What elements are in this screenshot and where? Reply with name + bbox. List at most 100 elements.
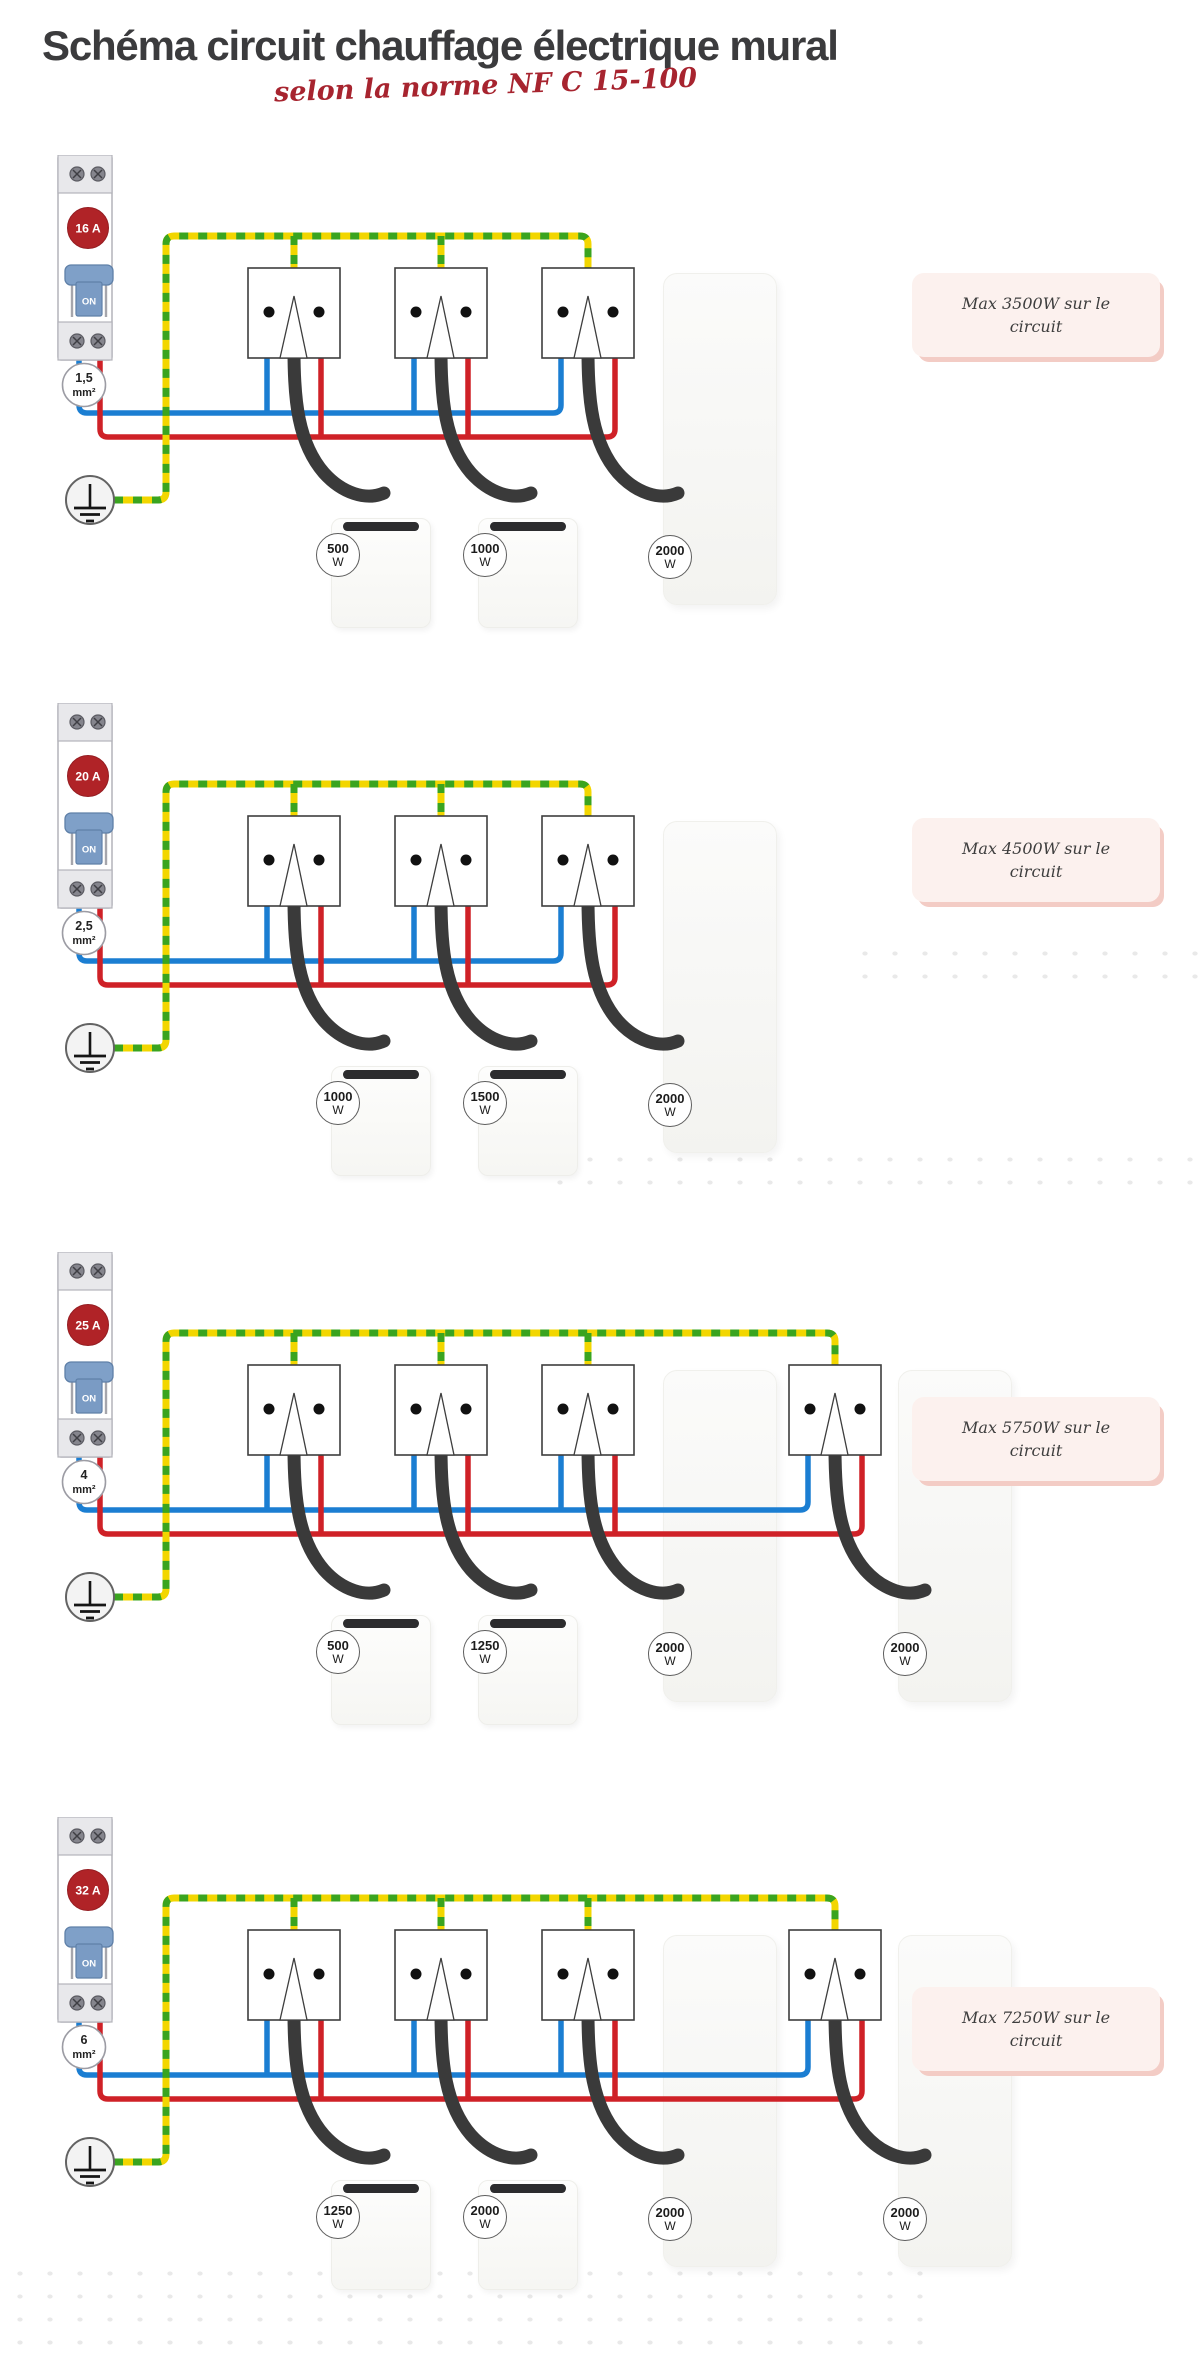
screw-icon [90, 1995, 106, 2011]
max-power-note-text: Max 4500W sur le circuit [961, 838, 1111, 881]
heater-cable [828, 2006, 932, 2165]
heater-vent [343, 1070, 419, 1079]
socket-pin-left [410, 1968, 422, 1980]
page-title: Schéma circuit chauffage électrique mura… [42, 22, 839, 69]
socket-pin-right [607, 854, 619, 866]
heater-cable [434, 344, 538, 503]
power-value: 1250 [470, 1638, 500, 1653]
power-unit: W [332, 1103, 344, 1117]
power-value: 2000 [470, 2203, 500, 2218]
socket-pin-right [313, 854, 325, 866]
earth-wire-green [114, 1329, 839, 1601]
earth-wire-green [114, 232, 592, 504]
phase-wire [97, 1455, 865, 1537]
power-unit: W [479, 555, 491, 569]
heater-vent [490, 522, 566, 531]
power-unit: W [479, 1652, 491, 1666]
amp-rating-badge [67, 1869, 109, 1911]
switch-on-label: ON [82, 1959, 96, 1970]
wire-size-unit: mm² [72, 1484, 96, 1496]
power-unit: W [332, 555, 344, 569]
earth-pin-triangle [279, 1957, 308, 2021]
heater-cable [828, 1441, 932, 1600]
earth-pin-triangle [820, 1392, 849, 1456]
power-unit: W [479, 1103, 491, 1117]
heater-cable [287, 892, 391, 1051]
wire-size-unit: mm² [72, 935, 96, 947]
screw-slot [93, 1433, 103, 1443]
socket-pin-left [263, 306, 275, 318]
wire-size-badge [61, 362, 107, 408]
dot-pattern [545, 1148, 1200, 1194]
amp-rating-label: 25 A [75, 1319, 100, 1333]
wall-socket [541, 1364, 635, 1456]
screw-icon [90, 714, 106, 730]
wall-socket [788, 1364, 882, 1456]
breaker-top-cap [57, 703, 113, 742]
wire-size-value: 1,5 [75, 371, 92, 385]
screw-slot [72, 1266, 82, 1276]
power-unit: W [664, 1105, 676, 1119]
socket-pin-right [460, 1403, 472, 1415]
socket-pin-left [557, 306, 569, 318]
power-value: 2000 [890, 1640, 920, 1655]
socket-pin-left [557, 1403, 569, 1415]
socket-box [247, 815, 341, 907]
earth-ground-icon [65, 1023, 115, 1073]
wire-size-badge [61, 2024, 107, 2070]
heater-vent [343, 522, 419, 531]
amp-rating-label: 32 A [75, 1884, 100, 1898]
amp-rating-badge [67, 755, 109, 797]
switch-on-label: ON [82, 845, 96, 856]
switch-on-label: ON [82, 297, 96, 308]
earth-wire-yellow [114, 232, 592, 504]
screw-slot [72, 1831, 82, 1841]
phase-wire [97, 2020, 865, 2102]
screw-icon [90, 1828, 106, 1844]
screw-slot [72, 1998, 82, 2008]
heater-cable [581, 344, 685, 503]
dot-pattern [5, 2262, 945, 2352]
socket-pin-left [410, 1403, 422, 1415]
power-value: 500 [327, 1638, 349, 1653]
screw-icon [90, 1263, 106, 1279]
wall-socket [247, 815, 341, 907]
power-unit: W [664, 2219, 676, 2233]
screw-slot [93, 1831, 103, 1841]
wire-size-badge [61, 1459, 107, 1505]
heater-cable [581, 1441, 685, 1600]
max-power-note-text: Max 7250W sur le circuit [961, 2007, 1111, 2050]
wire-size-value: 2,5 [75, 919, 92, 933]
screw-icon [69, 333, 85, 349]
screw-slot [93, 717, 103, 727]
screw-icon [69, 1995, 85, 2011]
power-value: 2000 [655, 2205, 685, 2220]
wall-socket [394, 1929, 488, 2021]
socket-pin-right [313, 306, 325, 318]
earth-pin-triangle [820, 1957, 849, 2021]
wall-socket [394, 267, 488, 359]
earth-pin-triangle [426, 1392, 455, 1456]
earth-pin-triangle [426, 843, 455, 907]
socket-pin-right [607, 1403, 619, 1415]
wall-socket [247, 267, 341, 359]
power-value: 1250 [323, 2203, 353, 2218]
socket-pin-left [263, 854, 275, 866]
earth-wire-green [114, 1894, 839, 2166]
phase-wire [97, 358, 618, 440]
power-unit: W [899, 1654, 911, 1668]
earth-ground-icon [65, 1572, 115, 1622]
